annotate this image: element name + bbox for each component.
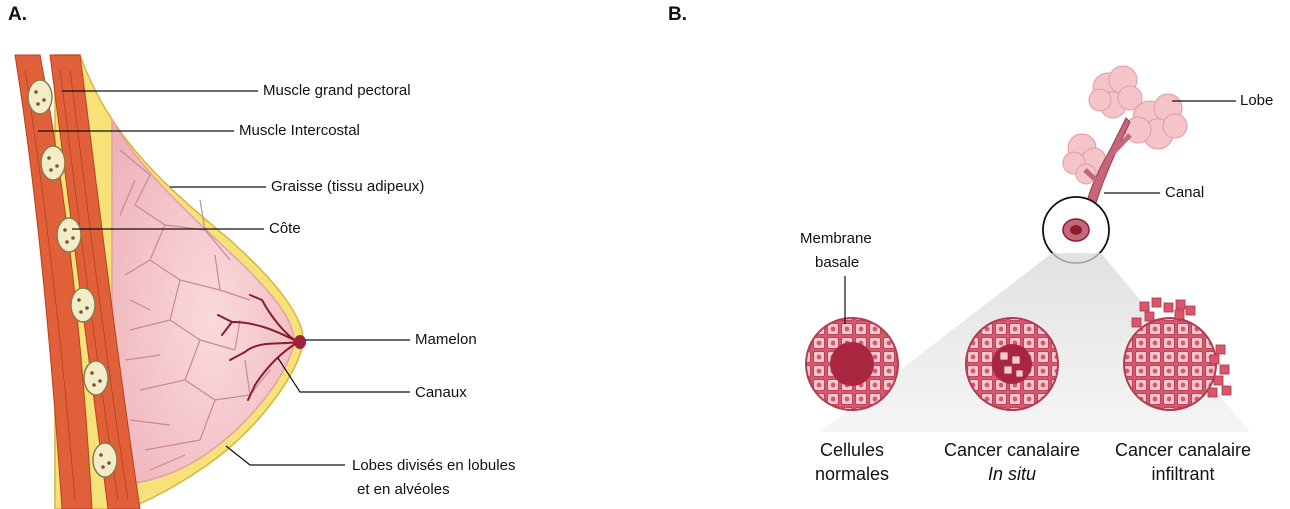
label-nipple: Mamelon: [415, 331, 477, 348]
caption-normal-line1: Cellules: [777, 438, 927, 462]
caption-in-situ-line2: In situ: [927, 462, 1097, 486]
caption-in-situ: Cancer canalaire In situ: [927, 438, 1097, 486]
label-fat: Graisse (tissu adipeux): [271, 178, 424, 195]
label-duct: Canal: [1165, 184, 1204, 201]
label-lobe: Lobe: [1240, 92, 1273, 109]
label-ducts: Canaux: [415, 384, 467, 401]
nipple: [294, 335, 306, 349]
caption-normal-line2: normales: [777, 462, 927, 486]
label-intercostal-muscle: Muscle Intercostal: [239, 122, 360, 139]
gland-tissue: [112, 120, 294, 484]
in-situ-cells: [966, 318, 1058, 410]
normal-cells: [806, 318, 898, 410]
caption-in-situ-line1: Cancer canalaire: [927, 438, 1097, 462]
caption-infiltrant-line2: infiltrant: [1097, 462, 1269, 486]
caption-infiltrant: Cancer canalaire infiltrant: [1097, 438, 1269, 486]
caption-normal-cells: Cellules normales: [777, 438, 927, 486]
label-membrane-line2: basale: [815, 254, 859, 271]
label-pectoral-muscle: Muscle grand pectoral: [263, 82, 411, 99]
label-lobes-line1: Lobes divisés en lobules: [352, 457, 515, 474]
caption-infiltrant-line1: Cancer canalaire: [1097, 438, 1269, 462]
label-rib: Côte: [269, 220, 301, 237]
label-lobes-line2: et en alvéoles: [357, 481, 450, 498]
label-membrane-line1: Membrane: [800, 230, 872, 247]
